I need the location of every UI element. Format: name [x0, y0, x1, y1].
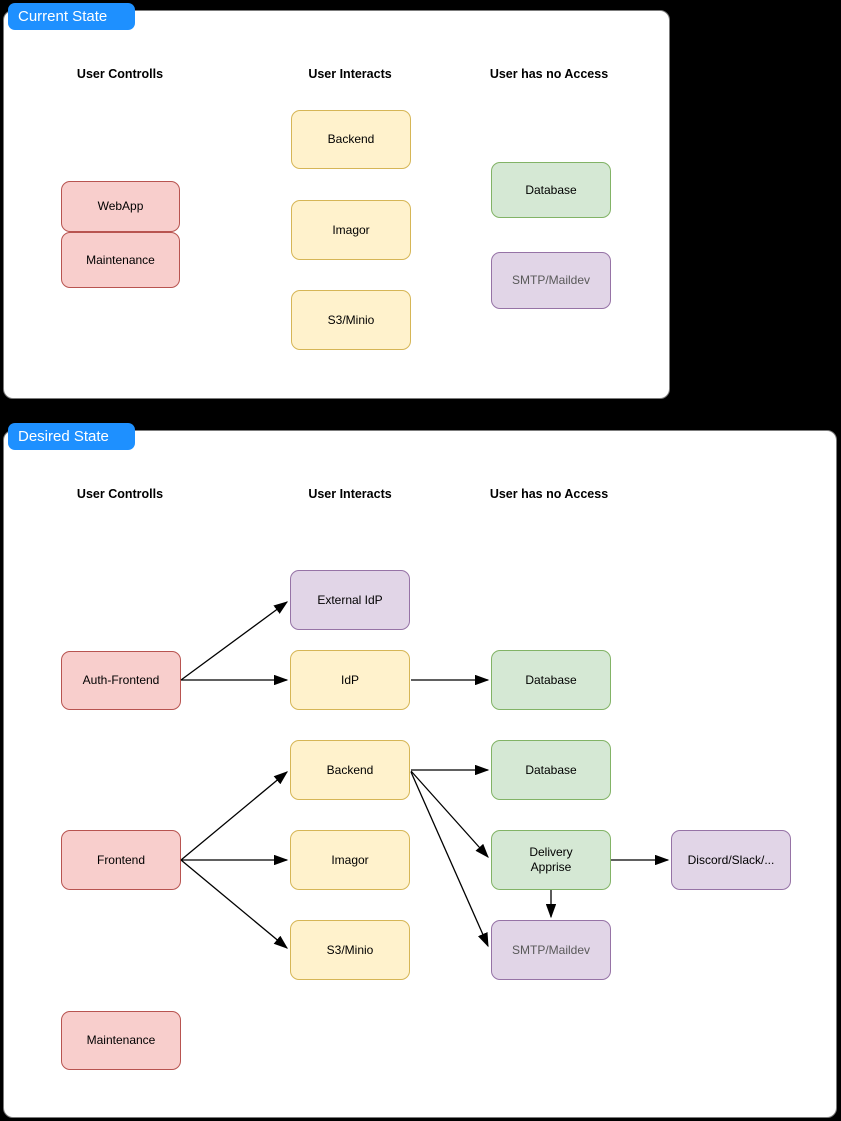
column-header: User Interacts	[308, 487, 392, 501]
node-backend: Backend	[291, 110, 411, 169]
node-s3-minio: S3/Minio	[291, 290, 411, 350]
panel-title-badge-current-state: Current State	[8, 3, 135, 30]
panel-title-badge-desired-state: Desired State	[8, 423, 135, 450]
node-maintenance: Maintenance	[61, 232, 180, 288]
node-imagor: Imagor	[290, 830, 410, 890]
node-idp: IdP	[290, 650, 410, 710]
node-external-idp: External IdP	[290, 570, 410, 630]
column-header: User Controlls	[76, 487, 164, 501]
node-smtp-maildev: SMTP/Maildev	[491, 252, 611, 309]
node-smtp-maildev: SMTP/Maildev	[491, 920, 611, 980]
column-header: User has no Access	[489, 487, 609, 501]
node-maintenance: Maintenance	[61, 1011, 181, 1070]
column-header: User Interacts	[308, 67, 392, 81]
node-database-1: Database	[491, 650, 611, 710]
node-label-line: Apprise	[530, 860, 572, 874]
column-header: User has no Access	[489, 67, 609, 81]
column-header: User Controlls	[76, 67, 164, 81]
node-backend: Backend	[290, 740, 410, 800]
node-auth-frontend: Auth-Frontend	[61, 651, 181, 710]
node-discord-slack: Discord/Slack/...	[671, 830, 791, 890]
node-label-line: Delivery	[529, 845, 573, 859]
node-webapp: WebApp	[61, 181, 180, 232]
node-imagor: Imagor	[291, 200, 411, 260]
node-database: Database	[491, 162, 611, 218]
node-database-2: Database	[491, 740, 611, 800]
node-frontend: Frontend	[61, 830, 181, 890]
node-s3-minio: S3/Minio	[290, 920, 410, 980]
